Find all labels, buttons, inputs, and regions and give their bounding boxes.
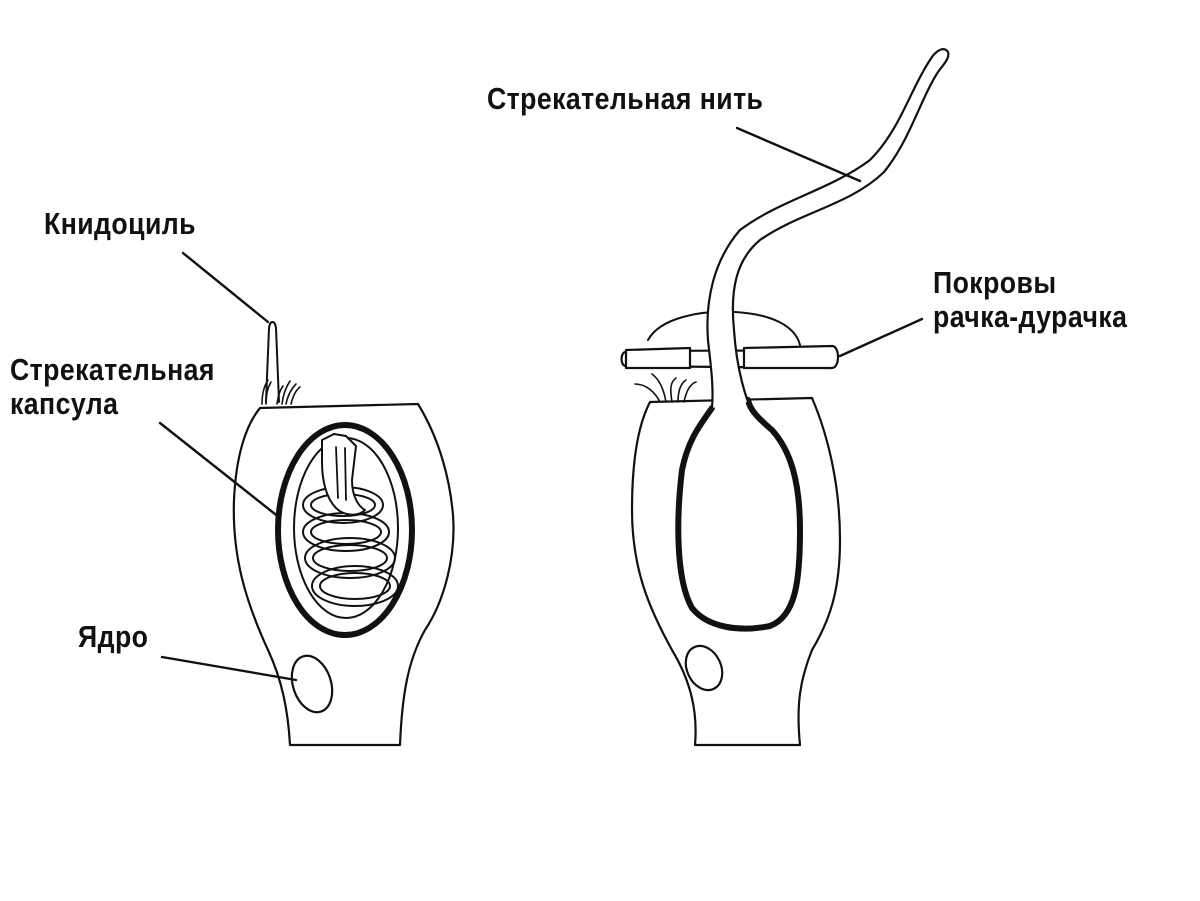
right-cell-body [630,396,842,747]
leader-thread [735,126,862,183]
right-microvilli [634,373,697,403]
leader-cnidocil [181,251,270,324]
cnidocil [265,321,280,403]
label-cnidocil: Книдоциль [44,206,196,241]
left-nucleus [290,654,334,714]
inverted-tube [321,433,366,516]
label-capsule-line2: капсула [10,386,119,421]
operculum-dome [647,310,801,346]
label-capsule: Стрекательная капсула [10,353,215,421]
left-capsule-wall [275,422,415,638]
label-integument-line2: рачка-дурачка [933,299,1128,334]
discharged-thread [706,48,950,410]
leader-integument [838,317,924,358]
leader-capsule [158,421,282,520]
microvilli [261,379,301,405]
label-nucleus: Ядро [78,619,149,654]
label-capsule-line1: Стрекательная [10,352,215,387]
label-integument: Покровы рачка-дурачка [933,266,1127,334]
leader-lines [158,126,924,682]
leader-nucleus [160,655,298,682]
left-cell-body [232,402,455,747]
everted-capsule [675,397,803,632]
right-nucleus [684,644,724,692]
undischarged-cell [232,321,455,747]
label-thread: Стрекательная нить [487,81,764,116]
label-integument-line1: Покровы [933,265,1057,300]
discharged-cell [620,48,950,747]
